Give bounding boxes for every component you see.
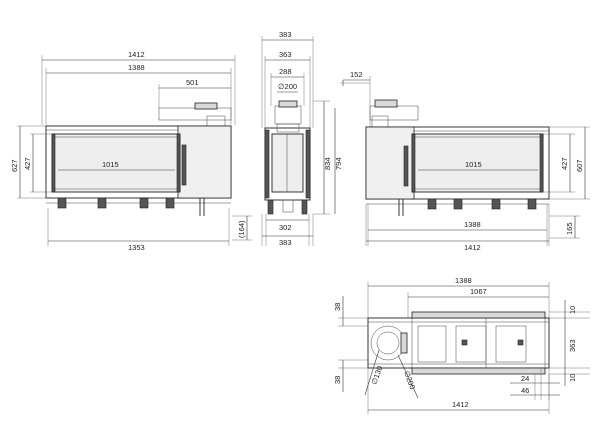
dim-side-288: 288: [279, 67, 292, 76]
dim-plan-24: 24: [521, 374, 529, 383]
dim-plan-38-top: 38: [333, 303, 342, 311]
dim-plan-10-top: 10: [568, 306, 577, 314]
dim-front-right-165: 165: [565, 222, 574, 235]
dim-side-363: 363: [279, 50, 292, 59]
dim-plan-363: 363: [568, 339, 577, 352]
front-view-right: 152 1015 607 427: [340, 70, 590, 252]
dim-front-left-1353: 1353: [128, 243, 145, 252]
dim-side-383-bottom: 383: [279, 238, 292, 247]
dim-side-302: 302: [279, 223, 292, 232]
front-view-left: 1412 1388 501 1015: [10, 50, 252, 252]
plan-view: 1388 1067 38 38 ∅130 ∅200: [333, 276, 590, 414]
dim-plan-38-bottom: 38: [333, 376, 342, 384]
dim-front-left-501: 501: [186, 78, 199, 87]
dim-front-right-152: 152: [350, 70, 363, 79]
dim-side-383-top: 383: [279, 30, 292, 39]
dim-front-right-1015: 1015: [465, 160, 482, 169]
dim-front-left-427: 427: [23, 157, 32, 170]
dim-plan-1412: 1412: [452, 400, 469, 409]
dim-front-right-1388: 1388: [464, 220, 481, 229]
dim-plan-1067: 1067: [470, 287, 487, 296]
dim-side-794: 794: [334, 157, 343, 170]
dim-side-834: 834: [323, 157, 332, 170]
dim-plan-46: 46: [521, 386, 529, 395]
side-view: 383 363 288 ∅200 834 794: [261, 30, 343, 247]
dim-front-left-1015: 1015: [102, 160, 119, 169]
dim-side-flue-200: ∅200: [278, 82, 297, 91]
dim-front-right-427: 427: [560, 157, 569, 170]
dim-front-right-607: 607: [575, 159, 584, 172]
dim-front-left-627: 627: [10, 159, 19, 172]
dim-front-left-1412: 1412: [128, 50, 145, 59]
dim-front-left-1388: 1388: [128, 63, 145, 72]
dim-front-right-1412: 1412: [464, 243, 481, 252]
dim-plan-1388: 1388: [455, 276, 472, 285]
dim-plan-10-bottom: 10: [568, 374, 577, 382]
dim-front-left-164: (164): [237, 220, 246, 238]
